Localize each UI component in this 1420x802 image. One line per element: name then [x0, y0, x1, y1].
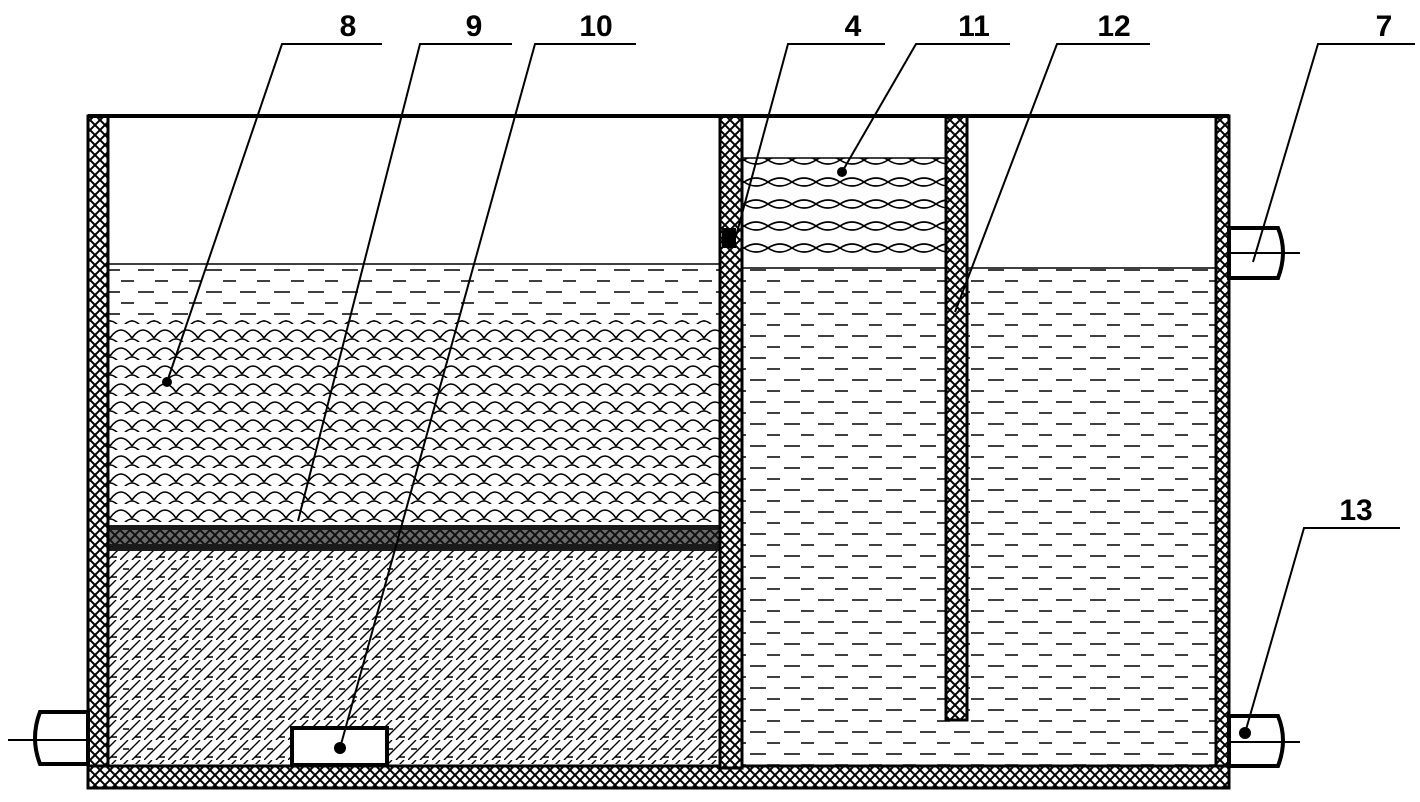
callout-7: 7	[1376, 10, 1393, 43]
baffle-plate-12	[944, 114, 969, 722]
outlet-pipe-7	[1227, 226, 1300, 280]
left-water-upper	[108, 264, 720, 320]
port-4	[722, 228, 736, 248]
tank-walls	[86, 114, 1231, 790]
right-wall	[1214, 114, 1231, 770]
filter-media-8	[108, 320, 720, 525]
callout-11: 11	[958, 10, 990, 43]
drain-pipe-13	[1227, 714, 1300, 768]
right-water	[742, 268, 1216, 766]
leader-lines	[166, 43, 1415, 749]
callout-10: 10	[579, 10, 612, 43]
callout-4: 4	[845, 10, 862, 43]
bottom-wall	[86, 764, 1231, 790]
inlet-pipe-left	[8, 710, 90, 766]
bottom-packing-layer	[108, 551, 720, 764]
support-plate-texture	[108, 530, 720, 544]
partition-wall	[718, 114, 744, 770]
leader-dots	[162, 167, 847, 387]
callout-13: 13	[1339, 494, 1372, 527]
callout-12: 12	[1097, 10, 1130, 43]
callout-8: 8	[340, 10, 357, 43]
callout-9: 9	[466, 10, 483, 43]
left-wall	[86, 114, 110, 770]
